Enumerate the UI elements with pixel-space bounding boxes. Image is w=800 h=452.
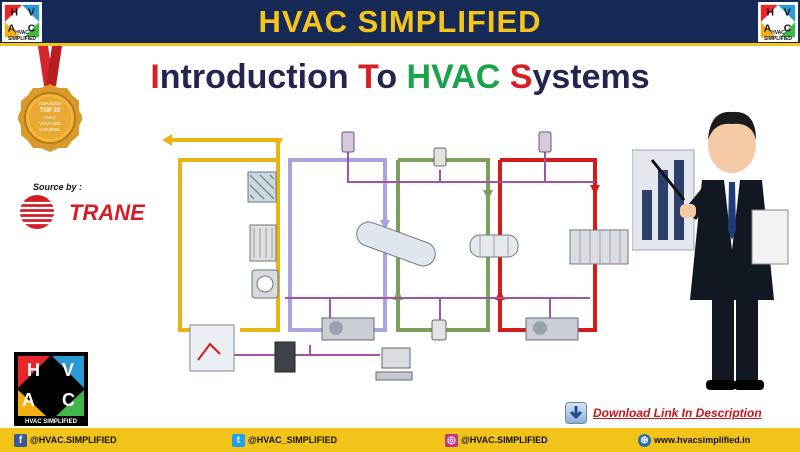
- source-label: Source by :: [33, 182, 83, 192]
- svg-text:HVAC SIMPLIFIED: HVAC SIMPLIFIED: [25, 419, 78, 425]
- arrow-down-icon: [273, 138, 283, 148]
- chiller-evaporator: [356, 221, 436, 267]
- cooling-tower: [569, 229, 629, 265]
- presenter-head: [708, 117, 756, 173]
- svg-text:H: H: [767, 7, 775, 18]
- hvac-logo-icon: H V A C: [2, 2, 42, 42]
- svg-text:A: A: [22, 390, 35, 410]
- arrow-down-icon: [380, 220, 390, 230]
- facebook-icon: f: [14, 434, 27, 448]
- svg-text:C: C: [28, 24, 36, 35]
- presenter-illustration: [632, 111, 789, 390]
- fan-unit: [251, 269, 279, 299]
- svg-text:V: V: [62, 360, 74, 380]
- twitter-icon: t: [232, 434, 245, 448]
- air-handler-box: [189, 324, 235, 372]
- award-medal-icon: AWARDED TOP 20 HVAC YOUTUBE CHANNEL: [18, 46, 82, 152]
- clipboard: [751, 209, 789, 265]
- footer-bar: f@HVAC.SIMPLIFIED t@HVAC_SIMPLIFIED ◎@HV…: [0, 428, 800, 452]
- thermostat-panel: [274, 341, 296, 373]
- refrigerant-loop-pipe: [498, 158, 597, 332]
- condenser-unit: [469, 234, 519, 258]
- badge-line: CHANNEL: [39, 127, 61, 132]
- arrow-down-icon: [590, 185, 600, 195]
- badge-line: AWARDED: [39, 101, 62, 106]
- download-icon[interactable]: [565, 402, 587, 424]
- download-link[interactable]: Download Link In Description: [593, 406, 762, 420]
- header-bar: [0, 0, 800, 46]
- logo-caption: HVAC SIMPLIFIED: [763, 30, 793, 42]
- badge-line: TOP 20: [40, 108, 61, 114]
- trane-logo-icon: [20, 195, 63, 229]
- arrow-left-icon: [162, 134, 172, 146]
- channel-logo-large[interactable]: H V A C HVAC SIMPLIFIED: [14, 352, 88, 426]
- website-link[interactable]: ⊕www.hvacsimplified.in: [638, 428, 750, 452]
- channel-logo-right[interactable]: H V A C HVAC SIMPLIFIED: [757, 1, 799, 43]
- svg-text:V: V: [784, 7, 791, 18]
- facebook-link[interactable]: f@HVAC.SIMPLIFIED: [14, 428, 117, 452]
- svg-text:C: C: [62, 390, 75, 410]
- valve-actuators: [341, 131, 552, 341]
- coil-unit: [249, 224, 277, 262]
- svg-text:V: V: [28, 7, 35, 18]
- instagram-link[interactable]: ◎@HVAC.SIMPLIFIED: [445, 428, 548, 452]
- filter-unit: [247, 171, 277, 203]
- page-title: Introduction To HVAC Systems: [150, 58, 650, 96]
- svg-text:H: H: [27, 360, 40, 380]
- badge-line: YOUTUBE: [39, 121, 61, 126]
- header-title: HVAC SIMPLIFIED: [258, 4, 542, 39]
- condenser-loop-pipe: [396, 158, 490, 332]
- logo-caption: HVAC SIMPLIFIED: [7, 30, 37, 42]
- computer-workstation: [375, 347, 413, 381]
- globe-icon: ⊕: [638, 434, 651, 448]
- svg-text:A: A: [8, 24, 16, 35]
- badge-line: HVAC: [44, 115, 57, 120]
- hvac-logo-icon: H V A C: [758, 2, 798, 42]
- twitter-link[interactable]: t@HVAC_SIMPLIFIED: [232, 428, 337, 452]
- pointer-stick: [650, 159, 686, 201]
- channel-logo-left[interactable]: H V A C HVAC SIMPLIFIED: [1, 1, 43, 43]
- svg-text:A: A: [764, 24, 772, 35]
- source-credit: Source by : TRANE: [13, 182, 148, 234]
- instagram-icon: ◎: [445, 434, 458, 448]
- pump-unit-2: [525, 317, 579, 341]
- hvac-logo-icon: H V A C HVAC SIMPLIFIED: [14, 352, 88, 426]
- trane-brand: TRANE: [69, 200, 145, 225]
- control-wiring: [215, 150, 595, 356]
- svg-text:C: C: [784, 24, 792, 35]
- svg-text:H: H: [11, 7, 19, 18]
- pump-unit-1: [321, 317, 375, 341]
- hvac-system-diagram: [162, 131, 629, 381]
- arrow-down-icon: [483, 190, 493, 200]
